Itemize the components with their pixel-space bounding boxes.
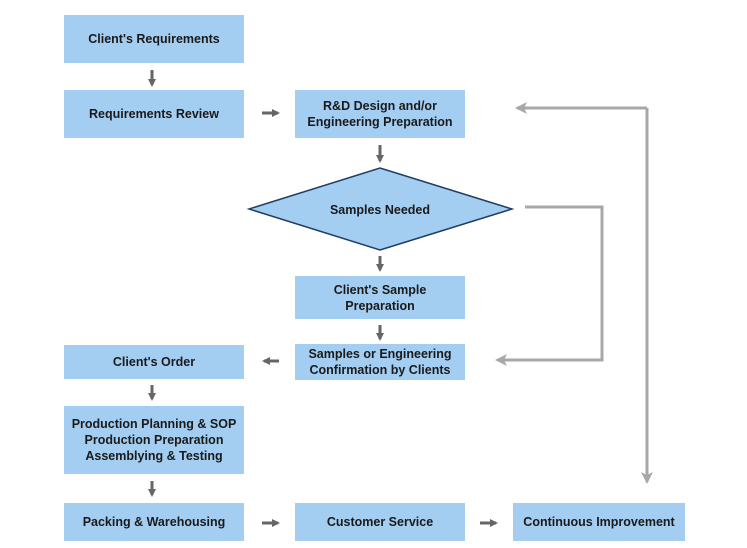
- node-label: Samples or Engineering Confirmation by C…: [308, 347, 452, 377]
- node-requirements-review: Requirements Review: [64, 90, 244, 138]
- node-client-sample-prep: Client's Sample Preparation: [295, 276, 465, 319]
- node-label: Client's Sample Preparation: [333, 282, 427, 313]
- node-label: Requirements Review: [89, 107, 219, 121]
- feedback-diamond-to-confirmation: [495, 205, 604, 366]
- node-clients-requirements: Client's Requirements: [64, 15, 244, 63]
- samples-needed-diamond: [246, 167, 515, 251]
- node-production: Production Planning & SOP Production Pre…: [64, 406, 244, 474]
- node-packing: Packing & Warehousing: [64, 503, 244, 541]
- node-clients-order: Client's Order: [64, 345, 244, 379]
- node-label: Client's Requirements: [88, 32, 220, 46]
- node-label: Client's Order: [112, 355, 196, 369]
- node-samples-confirmation: Samples or Engineering Confirmation by C…: [295, 344, 465, 380]
- node-label: Customer Service: [326, 515, 434, 529]
- samples-needed-label: Samples Needed: [329, 203, 431, 217]
- node-label: Production Planning & SOP Production Pre…: [71, 417, 237, 463]
- node-label: R&D Design and/or Engineering Preparatio…: [307, 99, 453, 129]
- node-label: Packing & Warehousing: [82, 515, 226, 529]
- node-customer-service: Customer Service: [295, 503, 465, 541]
- node-label: Continuous Improvement: [523, 515, 675, 529]
- node-rd-design: R&D Design and/or Engineering Preparatio…: [295, 90, 465, 138]
- node-continuous-improvement: Continuous Improvement: [513, 503, 685, 541]
